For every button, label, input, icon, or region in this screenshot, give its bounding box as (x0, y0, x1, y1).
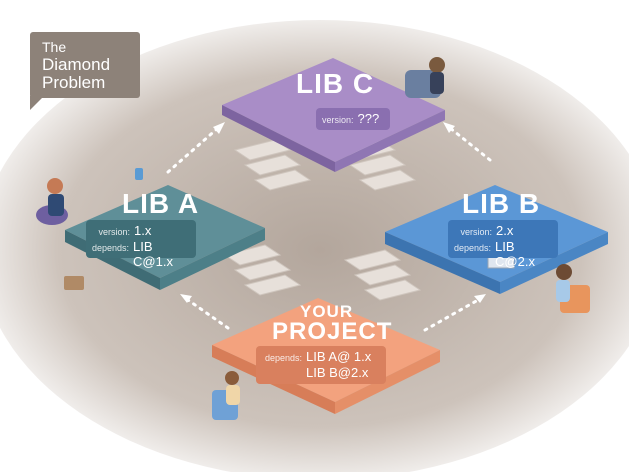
person-lib-c (405, 57, 445, 98)
lib-c-side-left (222, 105, 335, 172)
arrowhead-b-to-c (443, 122, 455, 133)
project-depends-key: depends: (264, 353, 302, 363)
lib-a-info: version: 1.x depends: LIB C@1.x (86, 220, 196, 269)
person-lib-a (36, 178, 68, 225)
person-lib-b (556, 264, 590, 313)
project-title-line-2: PROJECT (272, 318, 393, 345)
arrowhead-project-to-a (180, 294, 192, 303)
lib-b-version-value: 2.x (496, 223, 514, 238)
lib-a-side-right (160, 228, 265, 290)
project-info: depends: LIB A@ 1.x LIB B@2.x (256, 346, 386, 384)
lib-a-version-key: version: (98, 227, 130, 237)
project-dep-lib-b: LIB B@2.x (306, 365, 369, 380)
arrow-project-to-a (186, 298, 230, 330)
lib-a-title: LIB A (122, 188, 200, 219)
arrowhead-a-to-c (213, 122, 225, 134)
lib-b-side-right (500, 232, 608, 294)
arrowhead-project-to-b (474, 294, 486, 303)
lib-c-info: version: ??? (316, 108, 390, 130)
lib-b-title: LIB B (462, 188, 541, 219)
mug-icon (135, 168, 143, 180)
briefcase-icon (64, 276, 84, 290)
title-line-3: Problem (42, 73, 106, 92)
floor-background (0, 20, 629, 472)
lib-c-title: LIB C (296, 68, 375, 99)
lib-a-depends-key: depends: (92, 243, 130, 253)
lib-b-info: version: 2.x depends: LIB C@2.x (448, 220, 558, 269)
dependency-arrows (166, 126, 492, 332)
arrow-b-to-c (448, 126, 492, 162)
lib-c-version-key: version: (322, 115, 354, 125)
title-line-2: Diamond (42, 55, 111, 74)
project-side-right (335, 350, 440, 414)
title-line-1: The (42, 39, 67, 55)
lib-a-depends-value: LIB C@1.x (133, 239, 173, 269)
arrow-a-to-c (166, 126, 220, 174)
title-card-tail (30, 96, 44, 110)
title-card: The Diamond Problem (30, 32, 140, 98)
lib-a-version-value: 1.x (134, 223, 152, 238)
lib-b-depends-value: LIB C@2.x (495, 239, 535, 269)
project-dep-lib-a: LIB A@ 1.x (306, 349, 372, 364)
lib-b-version-key: version: (460, 227, 492, 237)
lib-b-depends-key: depends: (454, 243, 492, 253)
arrow-project-to-b (423, 298, 480, 332)
person-project (212, 371, 240, 420)
arrow-heads (180, 122, 486, 303)
project-title-line-1: YOUR (300, 302, 354, 321)
lib-c-side-right (335, 110, 445, 172)
lib-b-side-left (385, 232, 500, 294)
lib-c-version-value: ??? (357, 111, 380, 126)
central-stairs (223, 139, 422, 301)
